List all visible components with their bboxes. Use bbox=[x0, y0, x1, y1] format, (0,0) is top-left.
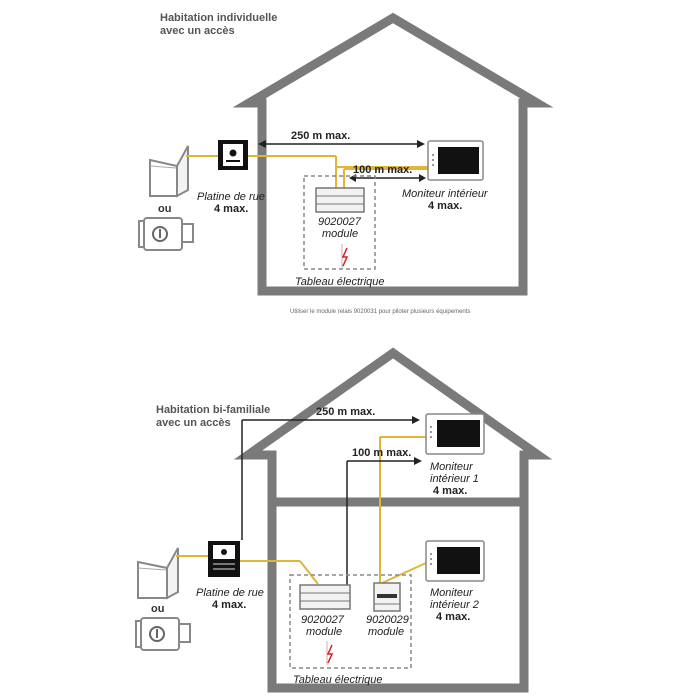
monitor-max: 4 max. bbox=[428, 200, 462, 212]
module-9020027-icon bbox=[315, 187, 365, 213]
heading-line1: Habitation individuelle bbox=[160, 12, 277, 24]
door-station-icon-2 bbox=[208, 541, 240, 577]
dimension-100m-2: 100 m max. bbox=[346, 447, 422, 586]
monitor1-line2: intérieur 1 bbox=[430, 473, 479, 485]
panel-label-2: Tableau électrique bbox=[293, 674, 383, 686]
door-station-icon bbox=[218, 140, 248, 170]
heading-line1-2: Habitation bi-familiale bbox=[156, 404, 270, 416]
distance-long-label-2: 250 m max. bbox=[316, 406, 375, 418]
distance-short-label: 100 m max. bbox=[353, 164, 412, 176]
module1-word: module bbox=[306, 626, 342, 638]
monitor-label: Moniteur intérieur bbox=[402, 188, 489, 200]
door-lock-icon bbox=[138, 217, 194, 251]
monitor2-max: 4 max. bbox=[436, 611, 470, 623]
module-word: module bbox=[322, 228, 358, 240]
dimension-250m-2: 250 m max. bbox=[241, 406, 420, 540]
module-9020029-icon bbox=[373, 582, 401, 612]
module-9020027-icon-2 bbox=[299, 584, 351, 610]
module1-ref: 9020027 bbox=[301, 614, 345, 626]
lightning-icon bbox=[341, 247, 349, 267]
electrical-panel-box-2 bbox=[289, 574, 412, 669]
or-label: ou bbox=[158, 203, 171, 215]
monitor-2-icon bbox=[425, 540, 485, 582]
heading-line2: avec un accès bbox=[160, 25, 235, 37]
panel-label: Tableau électrique bbox=[295, 276, 385, 288]
distance-short-label-2: 100 m max. bbox=[352, 447, 411, 459]
door-station-max-2: 4 max. bbox=[212, 599, 246, 611]
door-lock-icon-2 bbox=[135, 617, 191, 651]
relay-note: Utiliser le module relais 9020031 pour p… bbox=[290, 309, 470, 315]
distance-long-label: 250 m max. bbox=[291, 130, 350, 142]
diagram-individual-house: Habitation individuelle avec un accès ou bbox=[138, 12, 554, 315]
module2-ref: 9020029 bbox=[366, 614, 409, 626]
monitor1-line1: Moniteur bbox=[430, 461, 474, 473]
monitor-1-icon bbox=[425, 413, 485, 455]
electrical-panel-box bbox=[303, 175, 376, 270]
gate-icon-2 bbox=[137, 547, 179, 600]
door-station-label: Platine de rue bbox=[197, 191, 265, 203]
wiring bbox=[186, 155, 428, 188]
door-station-max: 4 max. bbox=[214, 203, 248, 215]
door-station-label-2: Platine de rue bbox=[196, 587, 264, 599]
monitor1-max: 4 max. bbox=[433, 485, 467, 497]
diagram-two-family-house: Habitation bi-familiale avec un accès ou bbox=[135, 347, 553, 693]
module2-word: module bbox=[368, 626, 404, 638]
monitor-icon bbox=[427, 140, 484, 181]
wiring-2 bbox=[176, 436, 427, 585]
heading-line2-2: avec un accès bbox=[156, 417, 231, 429]
lightning-icon-2 bbox=[326, 644, 334, 664]
monitor2-line1: Moniteur bbox=[430, 587, 474, 599]
monitor2-line2: intérieur 2 bbox=[430, 599, 479, 611]
gate-icon bbox=[149, 145, 189, 198]
house-outline-2 bbox=[233, 347, 553, 693]
or-label-2: ou bbox=[151, 603, 164, 615]
house-outline bbox=[232, 12, 554, 296]
dimension-250m: 250 m max. bbox=[258, 130, 425, 148]
module-ref: 9020027 bbox=[318, 216, 362, 228]
